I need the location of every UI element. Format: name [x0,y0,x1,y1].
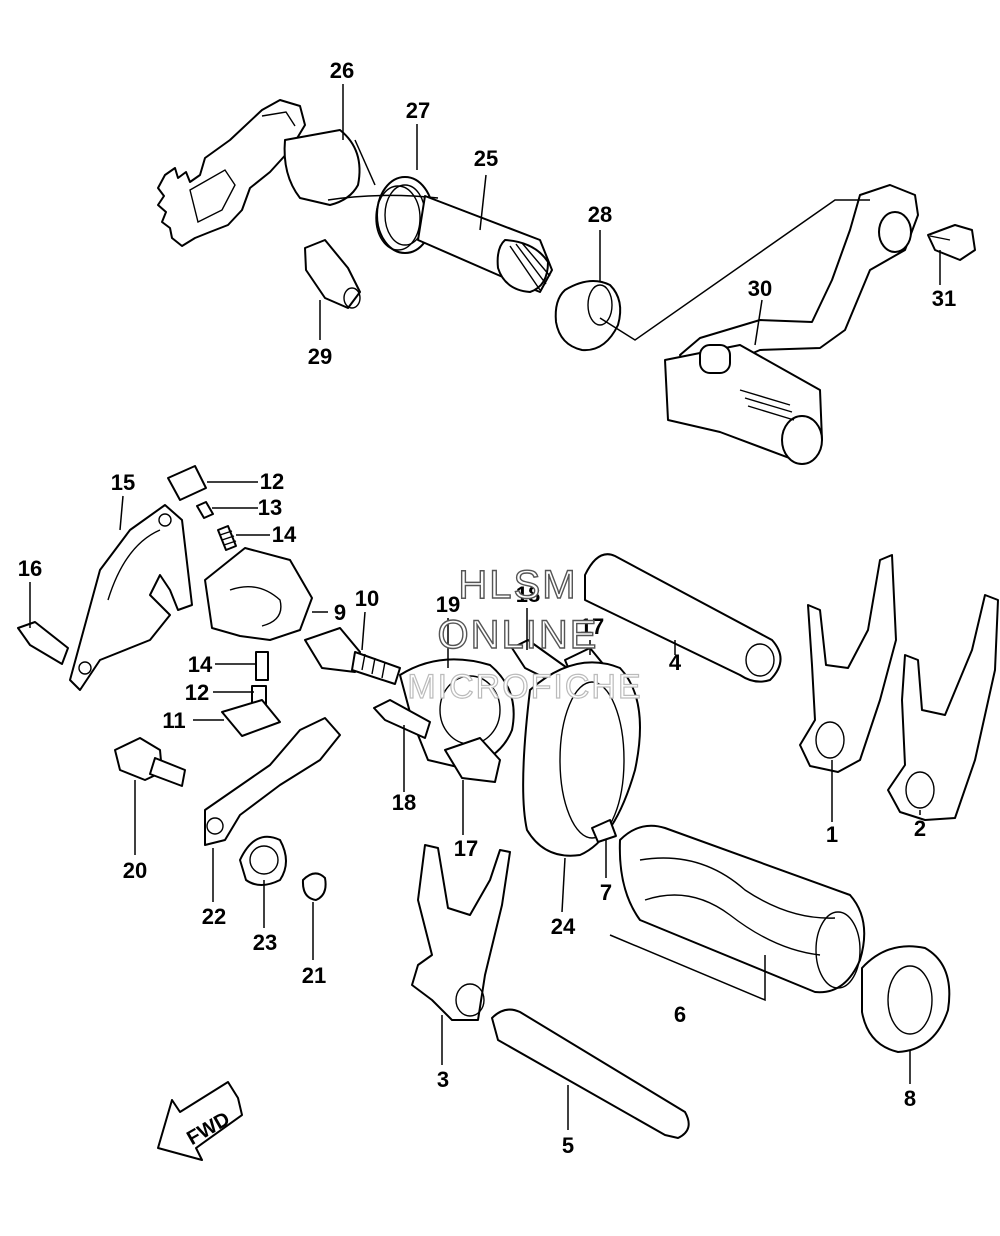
callout-8: 8 [904,1086,916,1111]
callout-2: 2 [914,816,926,841]
callout-19: 19 [436,592,460,617]
part-15-cam-guide [69,504,193,691]
callout-31: 31 [932,286,956,311]
part-18-screw-a [373,699,431,739]
callout-29: 29 [308,344,332,369]
part-4-fork-shaft [584,553,782,683]
shift-drum-assembly [522,661,951,1053]
callout-14-top: 14 [272,522,297,547]
callout-11: 11 [162,708,185,733]
part-3-shift-fork [411,844,511,1021]
callout-30: 30 [748,276,772,301]
watermark: HLSM ONLINE MICROFICHE [407,562,642,706]
callout-4: 4 [669,650,682,675]
callout-18-bottom: 18 [392,790,416,815]
callout-numbers: 26 27 25 28 29 30 31 12 13 14 15 16 9 10… [18,58,956,1158]
callout-21: 21 [302,963,326,988]
callout-28: 28 [588,202,612,227]
cam-stopper-assembly [17,465,401,737]
callout-6: 6 [674,1002,686,1027]
part-28-oil-seal [554,280,622,352]
fwd-direction-arrow: FWD [157,1081,243,1161]
callout-25: 25 [474,146,498,171]
callout-23: 23 [253,930,277,955]
callout-22: 22 [202,904,226,929]
part-5-fork-shaft-lower [491,1008,690,1139]
callout-12-top: 12 [260,469,284,494]
part-29-plug [304,239,361,309]
part-13-spring [196,501,214,519]
part-7-pin [591,819,617,843]
part-14-spring-bottom [255,651,269,681]
callout-14-bottom: 14 [188,652,213,677]
watermark-line-1: HLSM [458,563,577,607]
leader-lines [29,84,941,1130]
gearshift-shaft-assembly [157,99,976,465]
part-8-bearing [861,945,951,1053]
callout-16: 16 [18,556,42,581]
callout-20: 20 [123,858,147,883]
callout-24: 24 [551,914,576,939]
callout-1: 1 [826,822,838,847]
part-24-bearing [522,661,641,857]
callout-26: 26 [330,58,354,83]
callout-9: 9 [334,600,346,625]
part-1-shift-fork [799,554,897,773]
callout-12-bottom: 12 [185,680,209,705]
callout-15: 15 [111,470,135,495]
callout-7: 7 [600,880,612,905]
shift-arm-lower-assembly [114,717,341,901]
part-11-pawl [221,699,281,737]
part-30-gearshift-lever [679,184,919,381]
part-2-shift-fork [887,594,999,821]
callout-27: 27 [406,98,430,123]
part-9-shift-cam [204,547,313,641]
callout-10: 10 [355,586,379,611]
callout-18-top: 18 [516,582,540,607]
part-10-bolt [304,627,361,673]
part-12-pin-top [167,465,207,501]
part-21-washer [301,872,327,901]
watermark-line-2: ONLINE [438,613,599,657]
callout-13: 13 [258,495,282,520]
part-23-spring [239,835,287,886]
callout-17-top: 17 [580,614,604,639]
callout-3: 3 [437,1067,449,1092]
fwd-arrow-icon [157,1081,243,1161]
part-22-shift-pawl-arm [204,717,341,846]
part-26-collar [283,129,361,206]
callout-5: 5 [562,1133,574,1158]
callout-17-bottom: 17 [454,836,478,861]
part-6-shift-drum [618,824,866,994]
part-31-bolt [927,224,976,261]
part-16-screw [17,621,69,665]
part-17-plate-a [444,737,501,783]
watermark-line-3: MICROFICHE [407,668,642,706]
part-26-shift-arm [157,99,306,247]
